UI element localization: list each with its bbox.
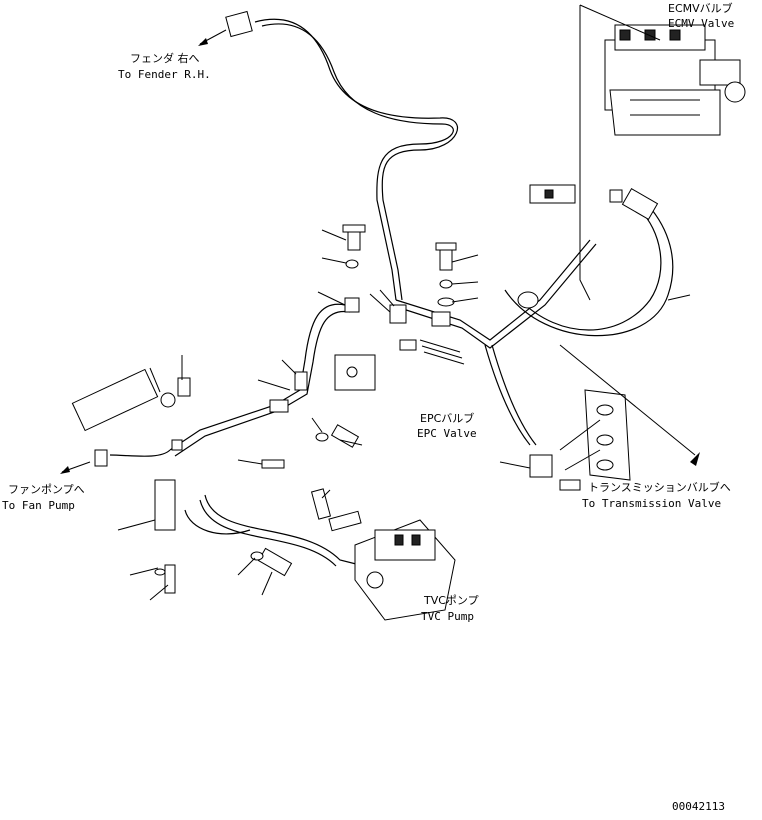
fan-label-en: To Fan Pump	[2, 499, 75, 512]
fender-label-jp: フェンダ 右へ	[130, 51, 200, 65]
fan-pump-parts	[60, 368, 191, 594]
callout-leaders	[117, 229, 691, 601]
ecmv-valve	[579, 4, 746, 301]
ecmv-label-jp: ECMVバルブ	[668, 1, 733, 15]
epc-sensor	[261, 459, 285, 469]
trans-label-en: To Transmission Valve	[582, 497, 721, 510]
epc-label-en: EPC Valve	[417, 427, 477, 440]
fender-label-en: To Fender R.H.	[118, 68, 211, 81]
ecmv-label-en: ECMV Valve	[668, 17, 734, 30]
diagram-labels: ECMVバルブ ECMV Valve フェンダ 右へ To Fender R.H…	[2, 1, 734, 813]
drawing-number: 00042113	[672, 800, 725, 813]
tvc-label-en: TVC Pump	[421, 610, 474, 623]
tvc-label-jp: TVCポンプ	[423, 594, 479, 607]
fan-label-jp: ファンポンプへ	[8, 483, 85, 496]
center-hardware	[269, 224, 465, 448]
fender-connector	[198, 10, 253, 46]
connectors-cluster	[419, 339, 465, 365]
trans-label-jp: トランスミッションバルブへ	[588, 480, 731, 494]
tvc-pump	[250, 488, 456, 621]
epc-label-jp: EPCバルブ	[420, 411, 474, 425]
ecmv-connector	[517, 184, 659, 309]
epc-valve	[529, 344, 700, 491]
